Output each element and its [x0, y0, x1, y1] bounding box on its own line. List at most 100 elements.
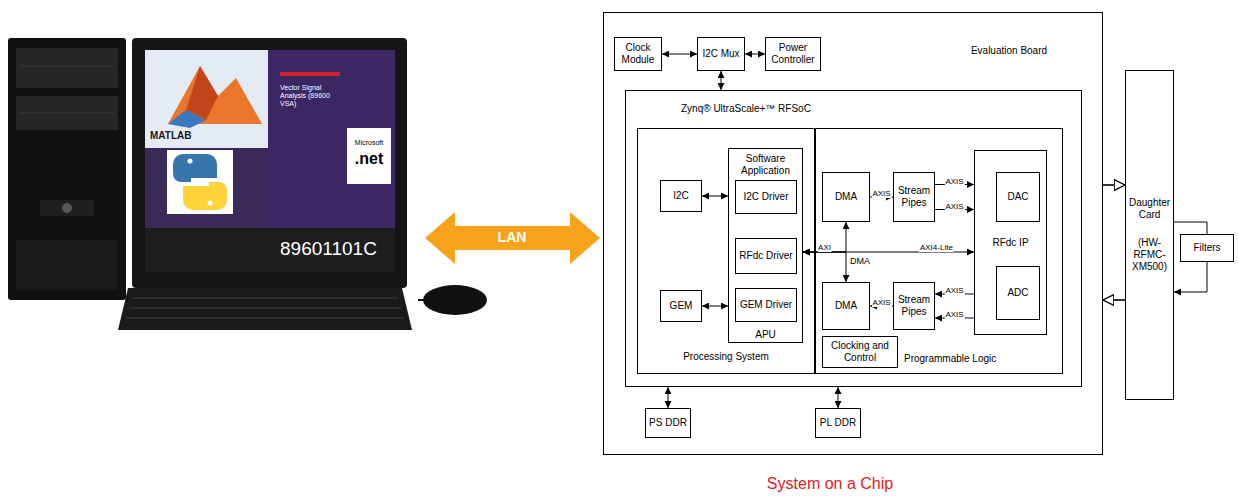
interface-box: I2C	[660, 180, 702, 212]
box-label: RFdc Driver	[739, 250, 793, 262]
bus-label: AXI4-Lite	[919, 243, 954, 252]
link-label: LAN	[482, 229, 542, 245]
text-slot: RFdc IP	[975, 237, 1046, 249]
text-slot: Zynq® UltraScale+™ RFSoC	[681, 103, 901, 115]
vendor-name: Microsoft	[348, 139, 390, 147]
box-label: APU	[729, 329, 802, 341]
vsa-panel	[268, 50, 395, 230]
box-label: PS DDR	[649, 417, 687, 429]
dma-box: DMA	[822, 172, 870, 222]
keyboard	[118, 288, 412, 330]
python-eye	[188, 159, 193, 164]
connector	[721, 71, 722, 90]
connector	[1174, 262, 1207, 292]
box-label: ADC	[1000, 287, 1036, 299]
software-name: .net	[348, 150, 390, 168]
matlab-panel	[145, 50, 268, 148]
box-label: Clocking and Control	[826, 340, 894, 364]
module-box: Clock Module	[614, 37, 662, 71]
box-label: Evaluation Board	[934, 45, 1084, 57]
soc-box: I2C GEM I2C DriverRFdc DriverGEM Driver Sof…	[625, 90, 1082, 387]
model-number: 89601101C	[280, 238, 392, 260]
edge-label-slot: AXIS	[871, 182, 891, 200]
box-label: Software Application	[729, 153, 802, 177]
driver-box: I2C Driver	[735, 180, 797, 214]
block-arrow	[1103, 299, 1125, 301]
edge-label-slot: AXIS	[944, 279, 964, 297]
screen-strip	[145, 228, 395, 272]
box-label: I2C Mux	[701, 48, 741, 60]
matlab-peak-shade	[186, 66, 218, 120]
control-box: Clocking and Control	[822, 336, 898, 368]
screen-title: Vector Signal Analysis (89600 VSA)	[280, 84, 344, 108]
connector	[702, 306, 728, 307]
python-tile	[167, 150, 233, 214]
text-slot: Software Application	[729, 153, 802, 177]
edge-label-slot: AXIS	[944, 195, 964, 213]
region-box: I2C GEM I2C DriverRFdc DriverGEM Driver Sof…	[637, 128, 815, 374]
bay-line	[20, 66, 114, 67]
front-panel	[16, 240, 118, 290]
converter-box: DAC	[996, 172, 1040, 222]
label-slot: DMA	[850, 256, 880, 266]
box-label: (HW-RFMC-XM500)	[1129, 237, 1170, 273]
converter-box: ADC	[996, 266, 1040, 320]
lan-arrow	[425, 212, 600, 264]
box-label: GEM	[664, 300, 698, 312]
bus-label: AXIS	[944, 177, 964, 186]
label-slot: MATLAB	[150, 130, 260, 142]
box-label: Stream Pipes	[897, 294, 931, 318]
controller-box: Power Controller	[765, 37, 821, 71]
label-slot: .net	[348, 150, 390, 168]
connector	[803, 222, 846, 252]
box-label: Stream Pipes	[897, 185, 931, 209]
monitor-screen	[145, 50, 395, 272]
caption-slot: System on a Chip	[700, 475, 960, 493]
box-label: Power Controller	[769, 42, 817, 66]
box-label: Daughter Card	[1129, 197, 1170, 221]
logo-plate	[40, 200, 94, 216]
dotnet-tile	[347, 128, 391, 184]
box-label: DMA	[826, 300, 866, 312]
card-box: Daughter Card (HW-RFMC-XM500)	[1125, 70, 1174, 400]
box-label: Clock Module	[618, 42, 658, 66]
matlab-peak-base	[168, 110, 206, 128]
software-name: MATLAB	[150, 130, 260, 142]
edge-label-slot: AXIS	[871, 291, 891, 309]
box-label: I2C	[664, 190, 698, 202]
text-slot: Programmable Logic	[904, 353, 1054, 365]
box-label: PL DDR	[819, 417, 857, 429]
edge-label-slot: AXI	[817, 236, 832, 254]
keyboard-keys	[126, 298, 404, 318]
mux-box: I2C Mux	[697, 37, 745, 71]
python-logo-yellow	[183, 182, 227, 210]
connector	[745, 54, 765, 55]
pc-tower	[8, 38, 126, 300]
box-label: Filters	[1184, 242, 1230, 254]
edge-label-slot: AXI4-Lite	[919, 236, 954, 254]
drive-bay	[16, 96, 118, 130]
bus-label: DMA	[850, 256, 880, 266]
label-slot: Vector Signal Analysis (89600 VSA)	[280, 84, 344, 108]
driver-box: RFdc Driver	[735, 238, 797, 274]
bus-label: AXI	[817, 243, 832, 252]
text-slot: Processing System	[638, 351, 814, 363]
caption: System on a Chip	[700, 475, 960, 493]
bus-label: AXIS	[871, 189, 891, 198]
pipe-box: Stream Pipes	[893, 172, 935, 222]
box-label: GEM Driver	[739, 299, 793, 311]
driver-box: GEM Driver	[735, 288, 797, 322]
box-label: Programmable Logic	[904, 353, 1054, 365]
interface-box: GEM	[660, 290, 702, 322]
label-slot: LAN	[482, 229, 542, 245]
box-label: Processing System	[638, 351, 814, 363]
text-slot: Evaluation Board	[934, 45, 1084, 57]
box-label: Zynq® UltraScale+™ RFSoC	[681, 103, 901, 115]
python-eye	[208, 201, 213, 206]
ip-box: DAC ADC RFdc IP	[974, 150, 1047, 335]
connector	[702, 196, 728, 197]
bus-label: AXIS	[944, 310, 964, 319]
box-label: RFdc IP	[975, 237, 1046, 249]
edge-label-slot: AXIS	[944, 170, 964, 188]
connector	[1174, 222, 1207, 234]
